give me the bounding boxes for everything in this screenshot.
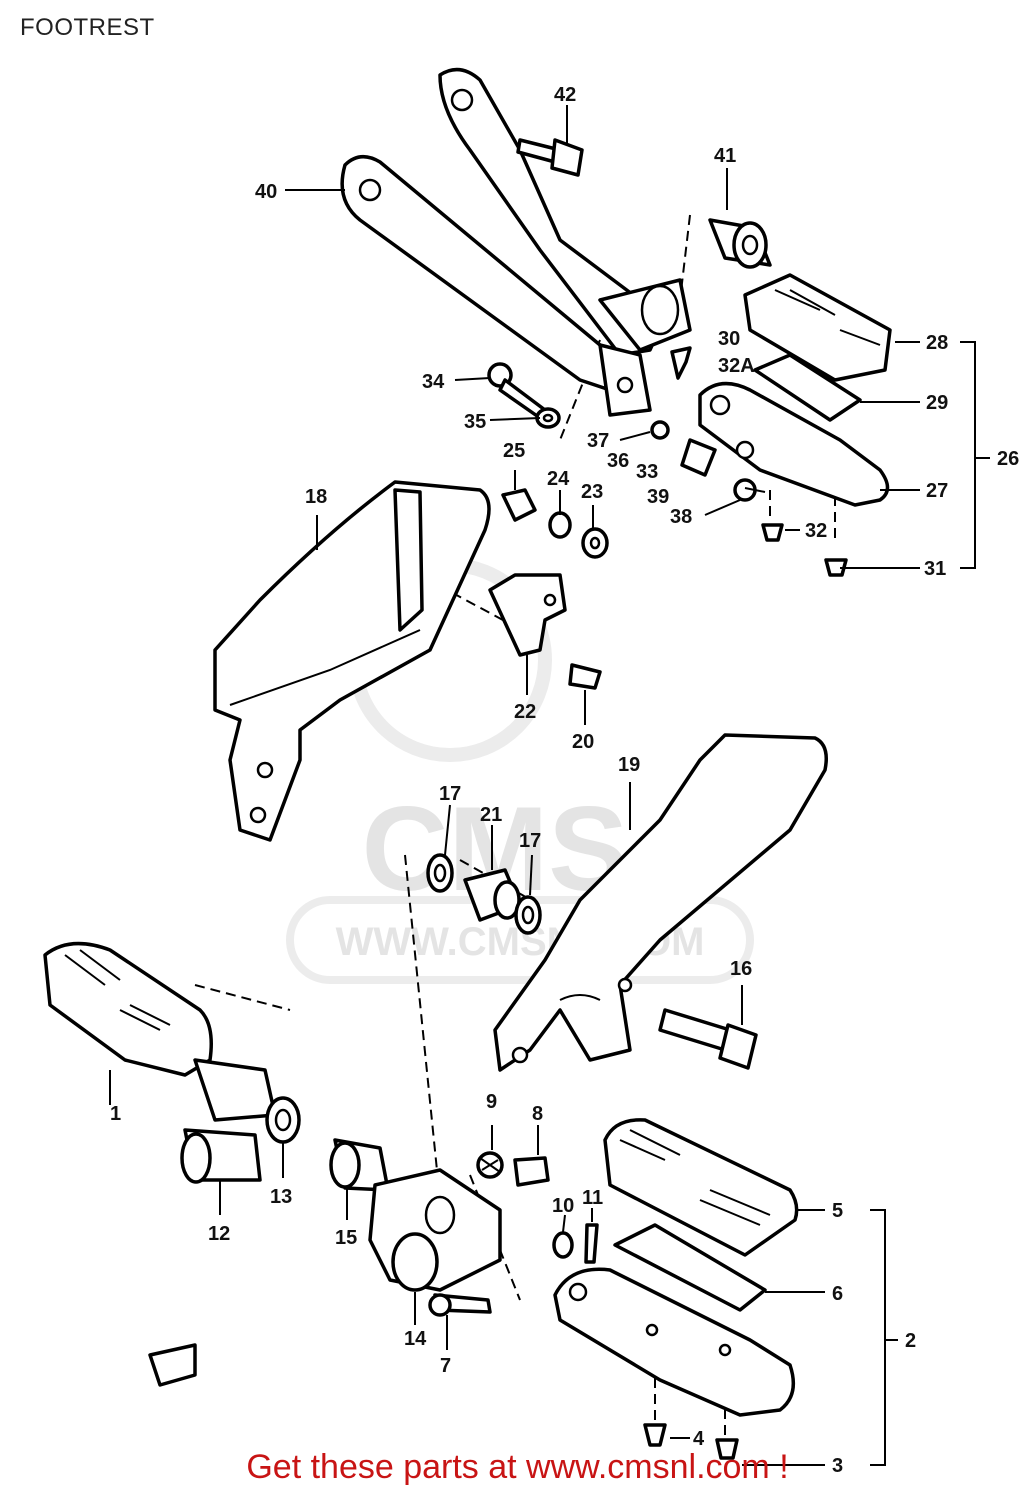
part-17b-washer [514,895,542,935]
callout-36: 36 [607,450,629,472]
part-40-bracket [340,67,692,417]
part-42-bolt [516,138,584,177]
part-41-bushing [708,218,772,269]
part-22-bracket [488,573,567,657]
part-34-bolt [487,362,547,420]
part-35-washer [535,407,561,429]
part-5-rubber [603,1118,799,1257]
callout-5: 5 [832,1200,843,1222]
part-14-bracket [368,1168,502,1292]
callout-31: 31 [924,558,946,580]
part-2-footpeg-body [553,1267,796,1417]
part-6-plate [613,1223,767,1312]
callout-8: 8 [532,1103,543,1125]
callout-17b: 17 [519,830,541,852]
callout-11: 11 [582,1187,603,1209]
part-9-spring [476,1151,504,1179]
callout-25: 25 [503,440,525,462]
part-12-bushing [180,1128,262,1184]
callout-13: 13 [270,1186,292,1208]
callout-2: 2 [905,1330,916,1352]
callout-6: 6 [832,1283,843,1305]
callout-29: 29 [926,392,948,414]
part-20-screw [568,663,602,690]
callout-35: 35 [464,411,486,433]
callout-15: 15 [335,1227,357,1249]
part-23-spacer [581,527,609,559]
callout-37: 37 [587,430,609,452]
part-10-washer [552,1231,574,1259]
part-19-heel-guard [493,733,828,1072]
callout-27: 27 [926,480,948,502]
callout-21: 21 [480,804,502,826]
callout-labels: 1 2 3 4 5 6 7 8 9 10 11 12 13 14 15 16 1… [110,84,1019,1477]
part-17-washer [426,853,454,893]
callout-30: 30 [718,328,740,350]
callout-7: 7 [440,1355,451,1377]
callout-23: 23 [581,481,603,503]
callout-32: 32 [805,520,827,542]
page-title: FOOTREST [20,14,155,41]
callout-40: 40 [255,181,277,203]
callout-20: 20 [572,731,594,753]
callout-33: 33 [636,461,658,483]
callout-32a: 32A [718,355,755,377]
callout-19: 19 [618,754,640,776]
part-16-bolt [658,1008,758,1070]
part-33-39-small-parts [650,420,757,502]
callout-28: 28 [926,332,948,354]
callout-9: 9 [486,1091,497,1113]
part-3-4-screws [643,1423,739,1460]
callout-42: 42 [554,84,576,106]
part-28-rubber [743,273,892,382]
part-30-pin [670,346,692,380]
callout-18: 18 [305,486,327,508]
callout-4: 4 [693,1428,705,1450]
part-24-washer [548,511,572,539]
callout-14: 14 [404,1328,427,1350]
callout-26: 26 [997,448,1019,470]
callout-24: 24 [547,468,570,490]
part-29-plate [753,353,862,422]
part-21-spacer [463,868,522,922]
callout-16: 16 [730,958,752,980]
callout-17a: 17 [439,783,461,805]
part-27-footpeg [698,381,890,507]
callout-34: 34 [422,371,445,393]
part-7-pin [428,1293,492,1317]
part-15-collar [329,1138,390,1192]
callout-22: 22 [514,701,536,723]
leader-lines [109,105,990,1466]
part-8-pin [513,1156,550,1187]
part-11-pin [584,1223,599,1264]
callout-1: 1 [110,1103,121,1125]
front-arrow-icon [148,1343,197,1387]
callout-41: 41 [714,145,736,167]
part-1-footpeg [43,941,277,1122]
callout-39: 39 [647,486,669,508]
callout-12: 12 [208,1223,230,1245]
part-31-32-screws [761,523,848,577]
callout-38: 38 [670,506,692,528]
footer-link-text[interactable]: Get these parts at www.cmsnl.com ! [246,1448,789,1486]
footer-link[interactable]: Get these parts at www.cmsnl.com ! [0,1448,1035,1487]
part-13-collar [265,1096,301,1144]
callout-3: 3 [832,1455,843,1477]
callout-10: 10 [552,1195,574,1217]
part-18-heel-guard [213,480,491,842]
part-25-nut [501,488,537,522]
